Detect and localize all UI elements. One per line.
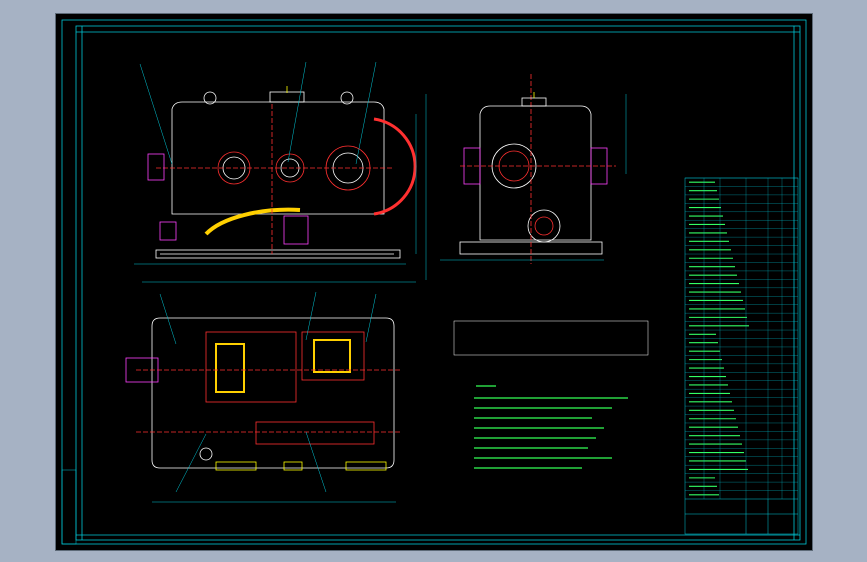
side-view <box>459 74 616 264</box>
parts-list-table <box>684 177 799 535</box>
left-side-strip <box>61 469 77 545</box>
front-view <box>147 86 417 259</box>
top-view <box>125 317 402 471</box>
drawing-frame <box>61 19 807 545</box>
drawing-canvas <box>61 19 807 545</box>
gear-data-table <box>453 320 649 356</box>
parts-list-rows <box>685 177 798 499</box>
dimension-lines <box>134 61 627 503</box>
cad-viewport[interactable] <box>55 13 813 551</box>
technical-notes <box>474 385 628 469</box>
